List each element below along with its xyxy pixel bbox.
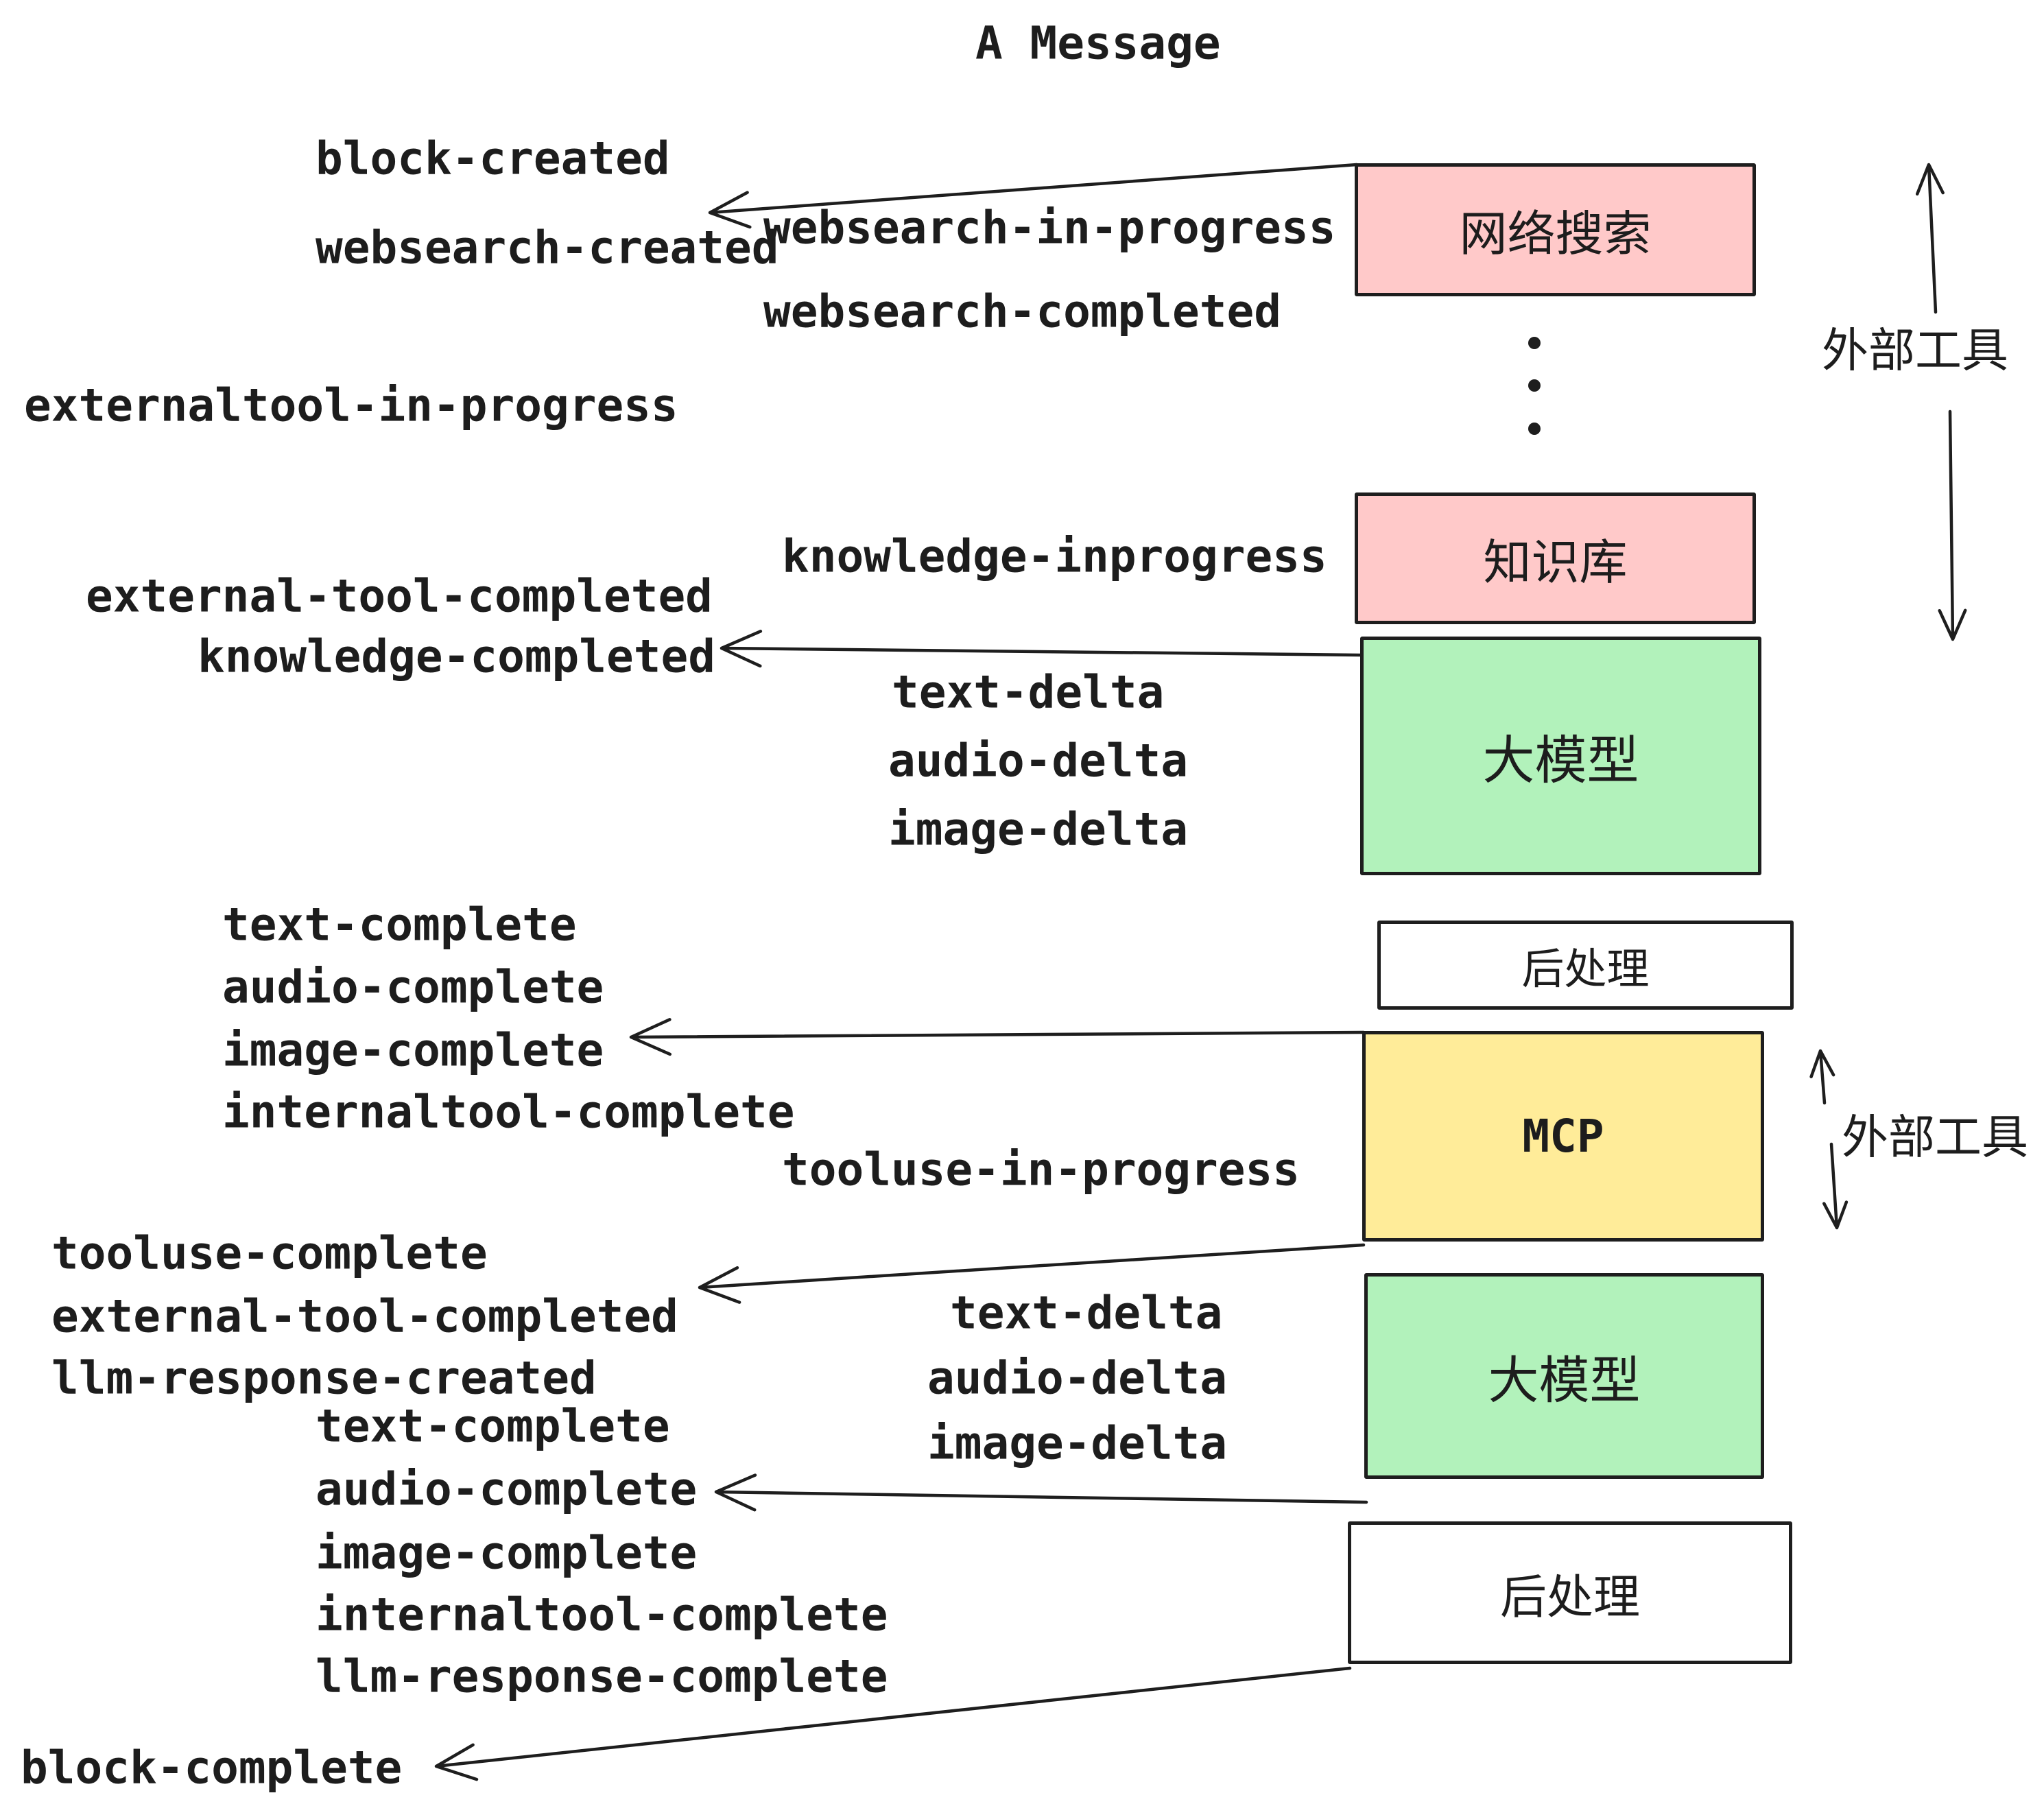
- event-text-complete-2: text-complete: [316, 1399, 670, 1453]
- event-llm-response-created: llm-response-created: [51, 1351, 597, 1405]
- external-tools-label-2: 外部工具: [1842, 1111, 2029, 1164]
- box-post-1: 后处理: [1377, 921, 1794, 1010]
- event-knowledge-inprogress: knowledge-inprogress: [782, 530, 1327, 583]
- diagram-title: A Message: [975, 16, 1221, 70]
- box-post-2-label: 后处理: [1499, 1571, 1640, 1624]
- event-audio-delta-2: audio-delta: [927, 1351, 1228, 1405]
- arrow-to-knowledge-completed: [720, 630, 1362, 668]
- event-websearch-completed: websearch-completed: [763, 285, 1281, 338]
- event-image-delta-2: image-delta: [927, 1416, 1228, 1470]
- external-tools-label-1: 外部工具: [1822, 324, 2009, 377]
- event-audio-delta-1: audio-delta: [888, 734, 1189, 787]
- box-llm-1-label: 大模型: [1482, 732, 1639, 790]
- ellipsis-dot-2: [1528, 379, 1541, 392]
- event-audio-complete-1: audio-complete: [222, 960, 604, 1014]
- box-llm-2-label: 大模型: [1488, 1351, 1641, 1409]
- box-knowledge: 知识库: [1355, 492, 1756, 624]
- event-external-tool-completed-2: external-tool-completed: [51, 1290, 678, 1343]
- event-externaltool-in-progress: externaltool-in-progress: [24, 379, 678, 432]
- event-websearch-created: websearch-created: [316, 221, 779, 274]
- arrow-external-tools-up-2: [1809, 1049, 1835, 1105]
- box-post-1-label: 后处理: [1521, 946, 1650, 993]
- event-image-delta-1: image-delta: [888, 803, 1189, 856]
- event-text-delta-2: text-delta: [950, 1286, 1223, 1340]
- box-mcp: MCP: [1362, 1031, 1764, 1242]
- ellipsis-dot-1: [1528, 337, 1541, 349]
- event-text-delta-1: text-delta: [892, 665, 1165, 719]
- arrow-to-image-complete: [629, 1018, 1366, 1056]
- event-text-complete-1: text-complete: [222, 898, 577, 951]
- arrow-external-tools-down-1: [1938, 410, 1967, 641]
- event-tooluse-complete: tooluse-complete: [51, 1226, 488, 1280]
- box-mcp-label: MCP: [1522, 1110, 1604, 1163]
- event-image-complete-1: image-complete: [222, 1023, 604, 1077]
- event-block-created: block-created: [316, 132, 670, 185]
- event-internaltool-complete-2: internaltool-complete: [316, 1588, 888, 1641]
- event-llm-response-complete: llm-response-complete: [316, 1650, 888, 1703]
- arrow-to-audio-complete: [714, 1473, 1368, 1512]
- event-websearch-in-progress: websearch-in-progress: [763, 201, 1336, 254]
- event-block-complete: block-complete: [21, 1741, 403, 1794]
- arrow-external-tools-up-1: [1915, 163, 1945, 314]
- box-llm-2: 大模型: [1364, 1273, 1764, 1479]
- event-tooluse-in-progress: tooluse-in-progress: [782, 1143, 1300, 1196]
- event-image-complete-2: image-complete: [316, 1526, 698, 1580]
- event-knowledge-completed: knowledge-completed: [198, 630, 715, 683]
- ellipsis-dot-3: [1528, 423, 1541, 435]
- event-audio-complete-2: audio-complete: [316, 1462, 698, 1516]
- box-llm-1: 大模型: [1360, 637, 1761, 875]
- event-external-tool-completed-1: external-tool-completed: [86, 569, 713, 623]
- box-websearch-label: 网络搜索: [1459, 206, 1652, 261]
- box-websearch: 网络搜索: [1355, 163, 1756, 296]
- box-post-2: 后处理: [1348, 1521, 1792, 1664]
- event-internaltool-complete-1: internaltool-complete: [222, 1085, 795, 1139]
- box-knowledge-label: 知识库: [1483, 535, 1628, 589]
